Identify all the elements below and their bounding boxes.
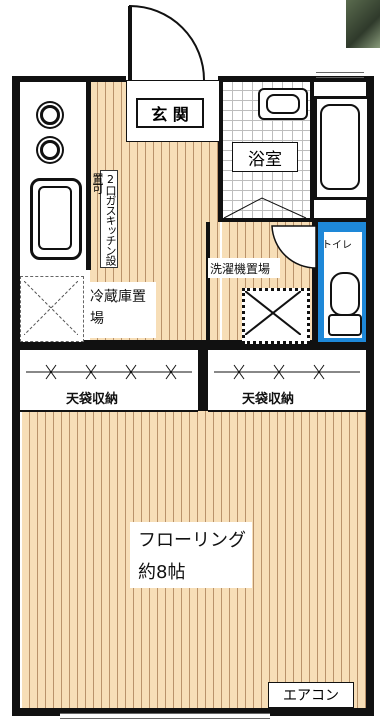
bath-wall-left (218, 80, 223, 220)
kitchen-label: 2口ガスキッチン設置可 (91, 170, 118, 268)
stove-burner-icon (40, 140, 60, 160)
entrance-door-icon (128, 4, 205, 81)
bathroom-label: 浴室 (232, 142, 298, 172)
closet-left-hatch (26, 364, 192, 380)
washer-label: 洗濯機置場 (210, 262, 271, 276)
closet-divider-wall (198, 345, 208, 411)
washer-wall-left (206, 222, 210, 344)
toilet-door-icon (271, 225, 317, 269)
stove-burner-icon (40, 105, 60, 125)
entrance-label: 玄 関 (136, 98, 204, 128)
bath-wall-right (310, 80, 314, 220)
outer-wall-bottom (12, 708, 374, 716)
kitchen-inner-wall (86, 80, 91, 270)
outer-wall-top-left (12, 76, 126, 82)
closet-right-label: 天袋収納 (242, 392, 295, 407)
main-room-type-label: フローリング (138, 530, 246, 551)
corner-thumbnail (346, 0, 380, 48)
toilet-tank-icon (328, 314, 362, 336)
middle-wall-left (12, 340, 212, 348)
main-room-label-box (130, 522, 252, 588)
closet-left (20, 348, 198, 412)
fridge-cross-icon (24, 281, 78, 335)
outer-wall-right (366, 78, 374, 710)
closet-right-hatch (214, 364, 360, 380)
closet-left-label: 天袋収納 (66, 392, 119, 407)
washer-wall-right (312, 222, 318, 344)
toilet-label: トイレ (322, 240, 352, 251)
washbasin-bowl (266, 94, 300, 114)
main-room-size-label: 約8帖 (138, 562, 186, 583)
outer-wall-left (12, 78, 20, 710)
bathroom-door-icon (223, 197, 307, 219)
washer-label-bg (208, 258, 280, 278)
top-window (316, 72, 364, 78)
fridge-label: 冷蔵庫置場 (90, 289, 146, 327)
bath-wall-bottom (218, 218, 366, 222)
kitchen-sink-inner (38, 186, 72, 250)
outer-wall-top-right (218, 76, 374, 82)
middle-wall-right (205, 340, 374, 348)
aircon-label: エアコン (268, 682, 354, 708)
washer-cross-icon (245, 291, 301, 335)
closet-right (208, 348, 366, 412)
bottom-window (60, 713, 270, 719)
bathtub-inner (320, 104, 360, 190)
fridge-label-bg (84, 282, 156, 338)
toilet-bowl-icon (330, 272, 360, 316)
kitchen-sink-icon (30, 178, 82, 260)
